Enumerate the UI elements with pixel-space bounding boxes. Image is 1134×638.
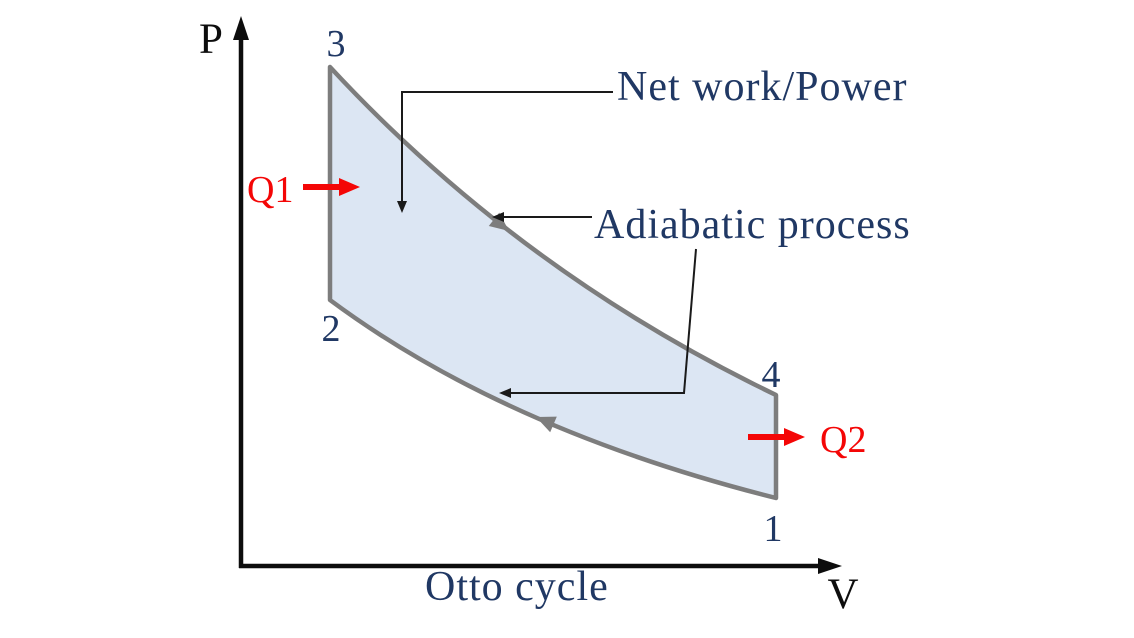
heat-out-group: Q2 bbox=[748, 419, 866, 461]
pressure-axis-arrow-icon bbox=[233, 16, 249, 40]
pressure-axis-label: P bbox=[199, 16, 223, 63]
volume-axis-label: V bbox=[827, 571, 858, 618]
net-work-callout-arrow-icon bbox=[397, 201, 407, 213]
adiabatic-lower-arrow-icon bbox=[499, 388, 511, 398]
axes-group: P V bbox=[199, 16, 859, 618]
net-work-label: Net work/Power bbox=[617, 64, 907, 110]
heat-out-arrow-icon bbox=[784, 428, 805, 446]
heat-in-arrow-icon bbox=[339, 178, 360, 196]
adiabatic-label: Adiabatic process bbox=[594, 202, 911, 248]
cycle-boundary bbox=[327, 64, 779, 501]
state-point-2-label: 2 bbox=[322, 308, 341, 350]
net-work-shaded-region bbox=[330, 67, 776, 498]
heat-out-label: Q2 bbox=[820, 419, 866, 461]
heat-in-label: Q1 bbox=[247, 169, 293, 211]
state-point-4-label: 4 bbox=[762, 354, 781, 396]
expansion-direction-arrow-icon bbox=[488, 212, 509, 231]
net-work-callout-line bbox=[401, 91, 613, 204]
state-point-1-label: 1 bbox=[764, 508, 783, 550]
diagram-caption: Otto cycle bbox=[425, 564, 609, 610]
volume-axis-arrow-icon bbox=[818, 558, 842, 574]
adiabatic-callout-line-lower bbox=[508, 248, 697, 394]
adiabatic-upper-arrow-icon bbox=[492, 212, 504, 222]
compression-direction-arrow-icon bbox=[536, 416, 557, 433]
state-point-3-label: 3 bbox=[327, 23, 346, 65]
state-point-labels: 3 2 4 1 bbox=[322, 23, 783, 550]
cycle-region-group bbox=[327, 64, 779, 501]
heat-in-group: Q1 bbox=[247, 169, 360, 211]
net-work-callout: Net work/Power bbox=[397, 64, 907, 213]
adiabatic-callout: Adiabatic process bbox=[492, 202, 911, 398]
